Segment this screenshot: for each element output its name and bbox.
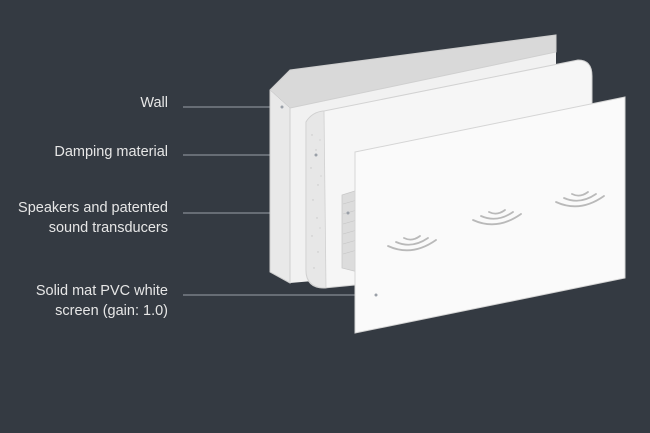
speaker-transducer-block [341, 189, 359, 273]
label-speakers-line2: sound transducers [48, 220, 168, 236]
label-speakers: Speakers and patented sound transducers [18, 198, 168, 238]
label-wall: Wall [140, 93, 168, 113]
sound-wave-icon-middle [472, 209, 522, 226]
label-damping-material: Damping material [54, 142, 168, 162]
label-screen-line2: screen (gain: 1.0) [55, 303, 168, 319]
label-screen: Solid mat PVC white screen (gain: 1.0) [36, 281, 168, 321]
leader-dot-wall [280, 105, 284, 109]
leader-dot-damping [314, 153, 318, 157]
leader-dot-speakers [346, 211, 350, 215]
label-speakers-line1: Speakers and patented [18, 200, 168, 216]
sound-wave-icon-right [555, 191, 605, 208]
label-screen-line1: Solid mat PVC white [35, 283, 168, 299]
sound-waves [387, 191, 605, 252]
label-wall-text: Wall [140, 95, 168, 111]
pvc-screen-panel [354, 96, 626, 334]
sound-wave-icon-left [387, 235, 437, 252]
leader-dot-screen [374, 293, 378, 297]
label-damping-text: Damping material [54, 144, 168, 160]
